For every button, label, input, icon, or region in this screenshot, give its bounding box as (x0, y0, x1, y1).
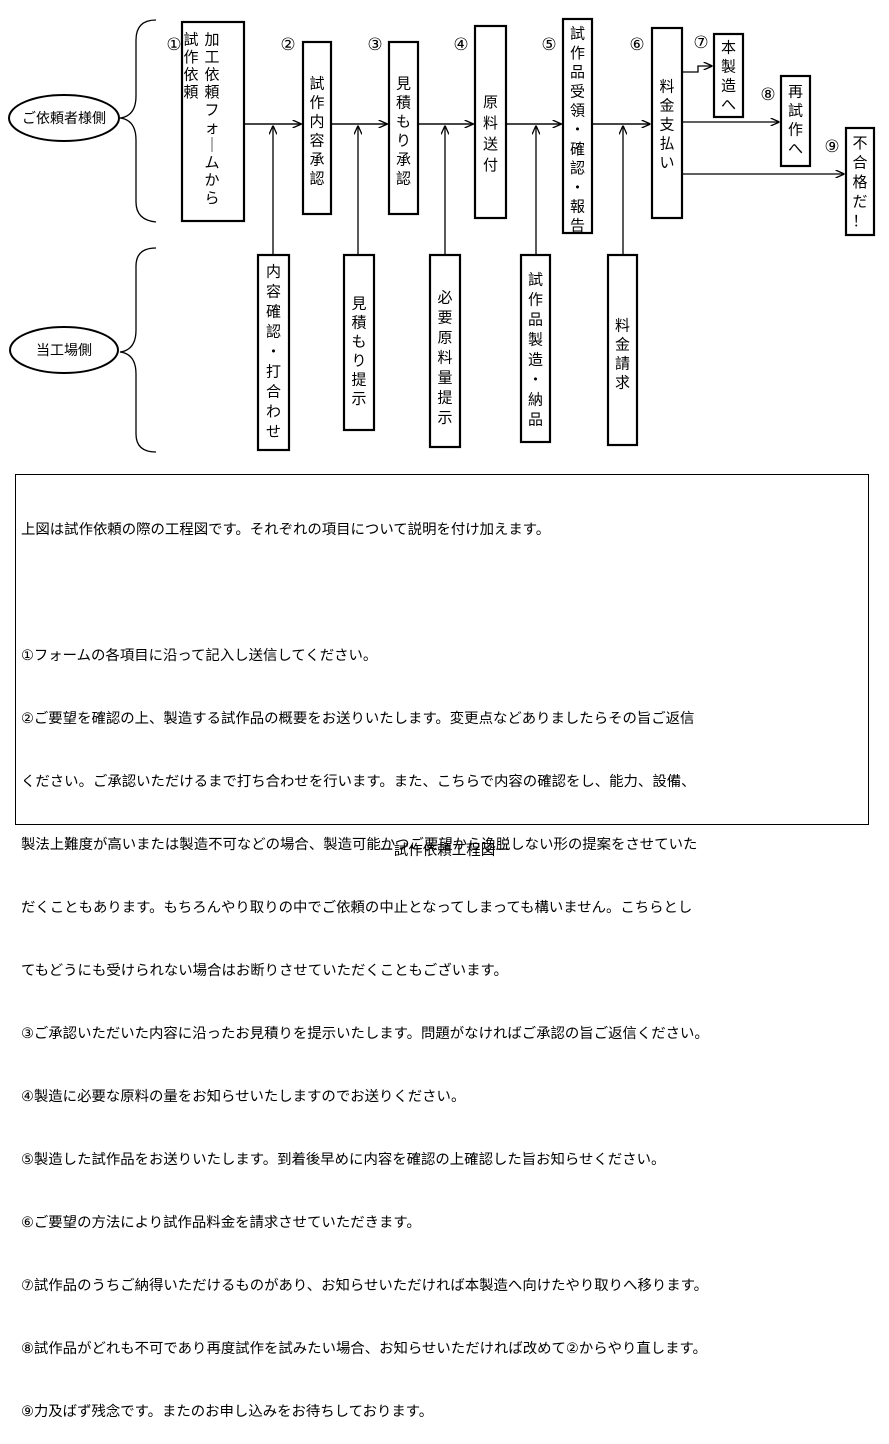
step-5-box (561, 17, 594, 235)
factory-step-2-box (342, 253, 376, 432)
step-4-number: ④ (453, 35, 468, 55)
step-7-label: 本製造へ (721, 39, 736, 114)
client-side-label: ご依頼者様側 (22, 111, 106, 127)
step-8-label: 再試作へ (788, 83, 803, 158)
description-line: だくこともあります。もちろんやり取りの中でご依頼の中止となってしまっても構いませ… (21, 900, 693, 916)
description-line: ②ご要望を確認の上、製造する試作品の概要をお送りいたします。変更点などありました… (21, 711, 695, 727)
step-5-label: 試作品受領・確認・報告 (570, 25, 585, 235)
figure-caption: ー試作依頼工程図ー (379, 843, 510, 859)
factory-step-3-label: 必要原料量提示 (437, 288, 452, 426)
step-9-label: 不合格だ！ (852, 134, 867, 230)
factory-step-4-label: 試作品製造・納品 (528, 270, 543, 428)
branch-7 (682, 66, 712, 73)
factory-side-label: 当工場側 (36, 343, 92, 359)
client-brace (119, 19, 157, 223)
step-3-label: 見積もり承認 (396, 75, 411, 188)
step-2-label: 試作内容承認 (309, 75, 324, 188)
factory-step-5-label: 料金請求 (615, 317, 630, 392)
step-1-number: ① (166, 35, 181, 55)
step-5-number: ⑤ (541, 35, 556, 55)
step-7-number: ⑦ (693, 33, 708, 53)
step-3-box (387, 40, 420, 216)
step-8-number: ⑧ (760, 85, 775, 105)
description-box: 上図は試作依頼の際の工程図です。それぞれの項目について説明を付け加えます。 ①フ… (15, 474, 869, 1420)
step-8-box (779, 74, 812, 168)
description-line: ⑤製造した試作品をお送りいたします。到着後早めに内容を確認の上確認した旨お知らせ… (21, 1152, 666, 1168)
factory-step-2-label: 見積もり提示 (351, 295, 366, 408)
factory-step-1-label: 内容確認・打合わせ (266, 262, 281, 440)
description-line: ⑥ご要望の方法により試作品料金を請求させていただきます。 (21, 1215, 421, 1231)
description-line: 製法上難度が高いまたは製造不可などの場合、製造可能かつご要望から逸脱しない形の提… (21, 837, 698, 853)
factory-side-ellipse (9, 326, 119, 374)
description-intro: 上図は試作依頼の際の工程図です。それぞれの項目について説明を付け加えます。 (21, 522, 551, 538)
factory-step-4-box (519, 253, 552, 444)
step-6-box (650, 26, 684, 220)
step-1-label: 加工依頼フォ｜ムから試作依頼 (183, 30, 219, 206)
factory-step-5-box (606, 253, 639, 447)
step-6-label: 料金支払い (659, 78, 674, 172)
client-side-ellipse (8, 94, 120, 142)
description-line: ください。ご承認いただけるまで打ち合わせを行います。また、こちらで内容の確認をし… (21, 774, 696, 790)
description-line: てもどうにも受けられない場合はお断りさせていただくこともございます。 (21, 963, 508, 979)
description-line: ③ご承認いただいた内容に沿ったお見積りを提示いたします。問題がなければご承認の旨… (21, 1026, 709, 1042)
factory-step-3-box (428, 253, 462, 449)
description-line: ④製造に必要な原料の量をお知らせいたしますのでお送りください。 (21, 1089, 466, 1105)
factory-step-1-box (256, 253, 291, 452)
description-line: ⑧試作品がどれも不可であり再度試作を試みたい場合、お知らせいただければ改めて②か… (21, 1341, 707, 1357)
step-2-box (301, 40, 333, 216)
factory-brace (119, 247, 157, 453)
description-spacer (21, 583, 868, 604)
step-9-number: ⑨ (824, 137, 839, 157)
description-line: ⑨力及ばず残念です。またのお申し込みをお待ちしております。 (21, 1404, 434, 1420)
step-2-number: ② (280, 35, 295, 55)
step-6-number: ⑥ (629, 35, 644, 55)
step-4-label: 原料送付 (483, 93, 498, 174)
description-line: ①フォームの各項目に沿って記入し送信してください。 (21, 648, 378, 664)
step-4-box (473, 24, 508, 220)
step-9-box (844, 126, 876, 237)
process-diagram: ご依頼者様側 当工場側 ① ② ③ ④ ⑤ ⑥ ⑦ ⑧ ⑨ 加工依頼フォ｜ムから… (8, 17, 876, 453)
step-7-box (712, 32, 745, 119)
step-1-box (180, 20, 246, 223)
step-3-number: ③ (367, 35, 382, 55)
description-line: ⑦試作品のうちご納得いただけるものがあり、お知らせいただければ本製造へ向けたやり… (21, 1278, 708, 1294)
